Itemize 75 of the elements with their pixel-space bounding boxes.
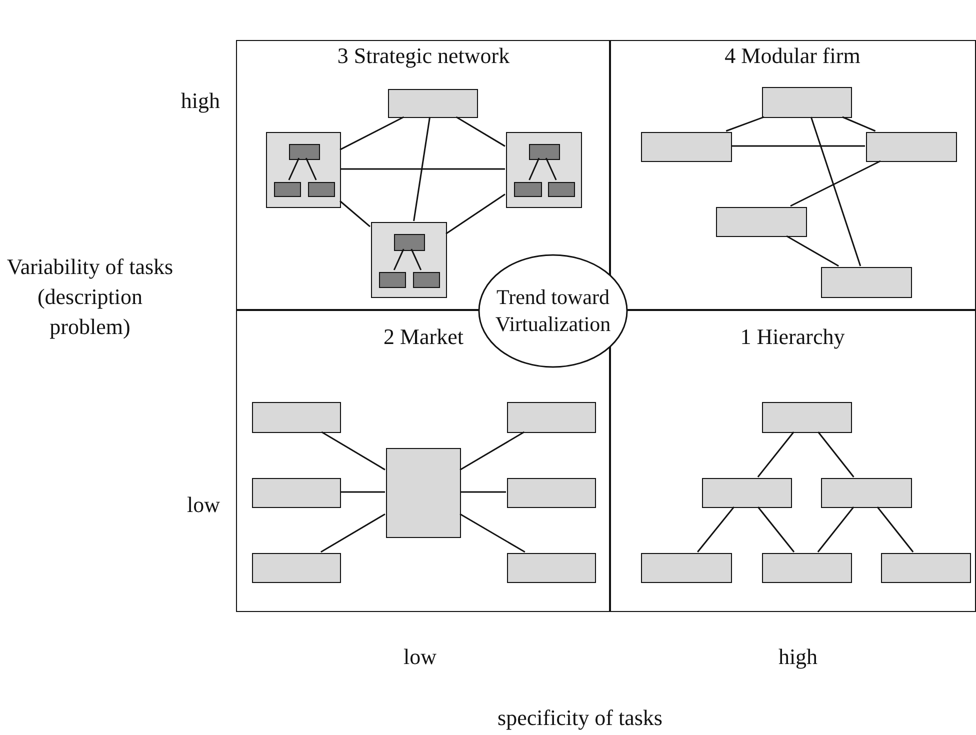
quadrant-title: 3 Strategic network — [337, 43, 510, 69]
connector-line — [460, 491, 506, 493]
quadrant-panel — [609, 309, 976, 612]
org-unit-box — [386, 448, 461, 538]
connector-line — [321, 431, 386, 470]
connector-line — [393, 248, 404, 270]
connector-line — [876, 506, 914, 552]
axis-label: high — [777, 643, 819, 671]
connector-line — [320, 513, 386, 553]
connector-line — [456, 116, 506, 147]
org-unit-box — [702, 478, 792, 508]
connector-line — [545, 158, 557, 180]
axis-label: low — [402, 643, 438, 671]
connector-line — [340, 491, 385, 493]
connector-line — [842, 116, 876, 132]
org-unit-box — [821, 267, 912, 298]
connector-line — [757, 432, 794, 478]
connector-line — [697, 506, 734, 552]
quadrant-panel — [609, 40, 976, 311]
connector-line — [528, 158, 540, 180]
org-unit-box — [762, 402, 852, 433]
quadrant-title: 1 Hierarchy — [740, 324, 845, 350]
small-org-unit-box — [548, 182, 575, 197]
axis-label: low — [186, 491, 220, 519]
connector-line — [340, 116, 404, 150]
org-unit-group — [266, 132, 341, 208]
connector-line — [340, 200, 370, 228]
small-org-unit-box — [529, 144, 560, 160]
connector-line — [460, 431, 525, 471]
org-unit-box — [252, 478, 341, 508]
connector-line — [726, 116, 764, 132]
small-org-unit-box — [308, 182, 335, 197]
org-unit-box — [641, 132, 732, 162]
small-org-unit-box — [514, 182, 542, 197]
org-unit-box — [507, 478, 596, 508]
small-org-unit-box — [394, 234, 425, 251]
axis-label: Variability of tasks (description problem) — [6, 253, 174, 341]
axis-label: high — [180, 87, 220, 115]
ellipse-label: Trend toward Virtualization — [494, 284, 612, 338]
org-unit-box — [866, 132, 957, 162]
small-org-unit-box — [274, 182, 301, 197]
connector-line — [810, 116, 862, 266]
connector-line — [731, 145, 865, 147]
quadrant-panel — [236, 309, 611, 612]
org-unit-box — [507, 553, 596, 583]
org-unit-box — [252, 553, 341, 583]
org-unit-group — [506, 132, 582, 208]
connector-line — [460, 513, 526, 553]
connector-line — [413, 116, 431, 222]
connector-line — [790, 160, 881, 207]
axis-label: specificity of tasks — [496, 704, 664, 732]
org-unit-box — [641, 553, 732, 583]
org-unit-box — [388, 89, 478, 118]
small-org-unit-box — [413, 272, 440, 288]
org-unit-box — [881, 553, 971, 583]
connector-line — [817, 506, 854, 552]
connector-line — [818, 432, 854, 478]
org-unit-box — [716, 207, 807, 237]
connector-line — [786, 235, 839, 267]
org-unit-box — [821, 478, 912, 508]
quadrant-title: 4 Modular firm — [724, 43, 860, 69]
org-unit-box — [507, 402, 596, 433]
connector-line — [288, 158, 300, 180]
org-unit-group — [371, 222, 447, 298]
org-unit-box — [762, 553, 852, 583]
org-unit-box — [762, 87, 852, 118]
org-unit-box — [252, 402, 341, 433]
connector-line — [410, 248, 422, 270]
connector-line — [340, 168, 505, 170]
connector-line — [305, 158, 317, 180]
connector-line — [446, 194, 506, 234]
connector-line — [757, 506, 795, 552]
quadrant-title: 2 Market — [383, 324, 464, 350]
small-org-unit-box — [379, 272, 406, 288]
small-org-unit-box — [289, 144, 320, 160]
